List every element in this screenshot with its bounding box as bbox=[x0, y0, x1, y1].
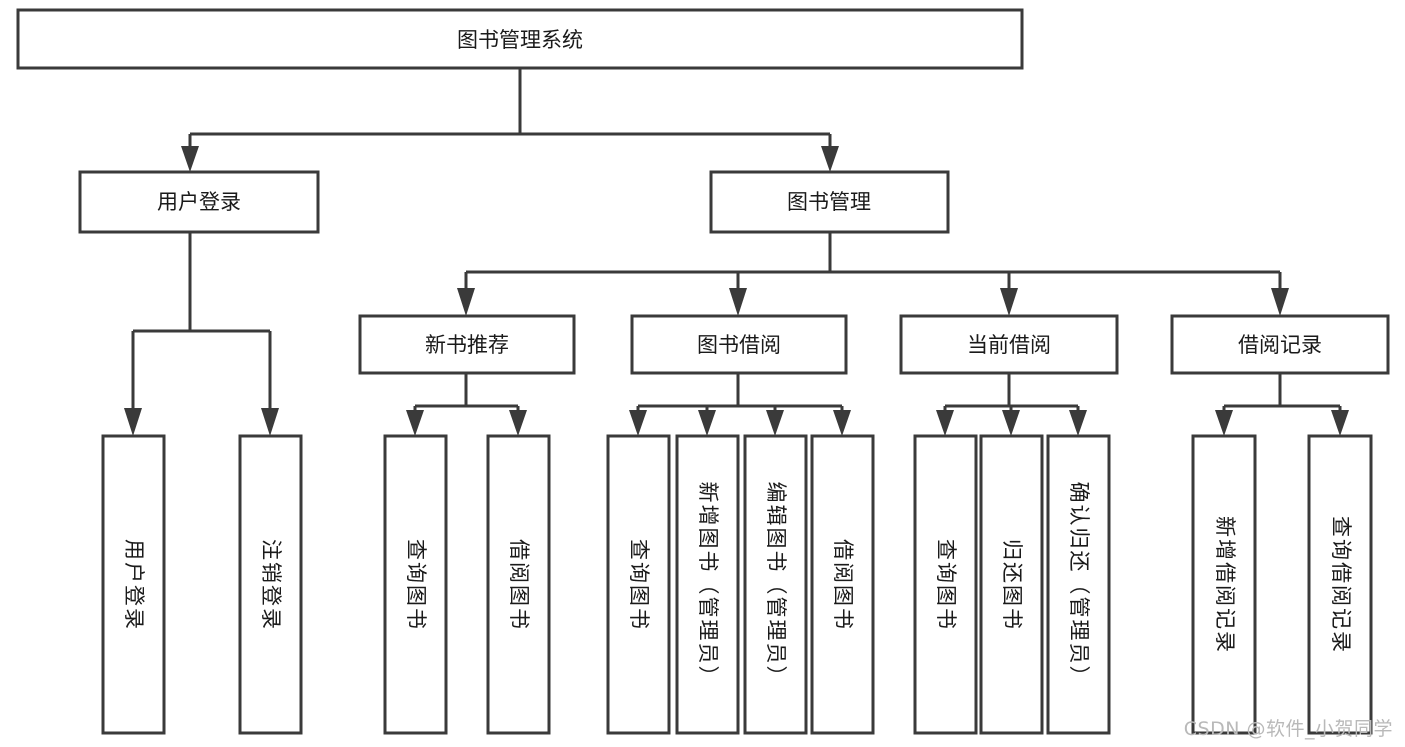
leaf-current-borrow-return-label: 归还图书 bbox=[1000, 539, 1024, 631]
leaf-book-borrow-borrow-label: 借阅图书 bbox=[831, 539, 855, 631]
leaf-current-borrow-return-box[interactable] bbox=[979, 434, 1044, 735]
node-new-book-recommend-box[interactable] bbox=[358, 314, 576, 375]
node-user-login-box[interactable] bbox=[78, 170, 320, 234]
arrow-head-bb-leaf3 bbox=[766, 410, 784, 436]
arrow-head-bb-leaf4 bbox=[833, 410, 851, 436]
node-new-book-recommend[interactable]: 新书推荐 bbox=[358, 314, 576, 375]
node-book-borrow-box[interactable] bbox=[630, 314, 848, 375]
arrow-head-book-mgmt bbox=[821, 146, 839, 172]
leaf-book-borrow-add-label: 新增图书（管理员） bbox=[696, 482, 720, 689]
arrow-head-nb-leaf2 bbox=[509, 410, 527, 436]
arrow-head-leaf-user-login bbox=[124, 408, 142, 436]
leaf-book-borrow-query[interactable]: 查询图书 bbox=[606, 434, 671, 735]
leaf-current-borrow-query[interactable]: 查询图书 bbox=[913, 434, 978, 735]
node-root-system-label: 图书管理系统 bbox=[457, 28, 583, 52]
leaf-book-borrow-borrow-box[interactable] bbox=[810, 434, 875, 735]
node-borrow-records-box[interactable] bbox=[1170, 314, 1390, 375]
leaf-current-borrow-confirm[interactable]: 确认归还（管理员） bbox=[1046, 434, 1111, 735]
leaf-new-book-query-label: 查询图书 bbox=[404, 539, 428, 631]
leaf-current-borrow-confirm-label: 确认归还（管理员） bbox=[1067, 482, 1091, 689]
leaf-book-borrow-edit[interactable]: 编辑图书（管理员） bbox=[743, 434, 808, 735]
leaf-user-login-login-box[interactable] bbox=[101, 434, 166, 735]
arrow-head-current-borrow bbox=[1000, 288, 1018, 316]
arrow-head-user-login bbox=[181, 146, 199, 172]
node-root-system[interactable]: 图书管理系统 bbox=[16, 8, 1024, 70]
node-current-borrow-box[interactable] bbox=[899, 314, 1119, 375]
connector-group-borrow-records bbox=[1215, 373, 1349, 436]
leaf-new-book-query[interactable]: 查询图书 bbox=[383, 434, 448, 735]
arrow-head-bb-leaf1 bbox=[629, 410, 647, 436]
leaf-current-borrow-confirm-box[interactable] bbox=[1046, 434, 1111, 735]
node-book-borrow[interactable]: 图书借阅 bbox=[630, 314, 848, 375]
connector-group-book-borrow bbox=[629, 373, 851, 436]
arrow-head-br-leaf2 bbox=[1331, 410, 1349, 436]
arrow-head-cb-leaf2 bbox=[1002, 410, 1020, 436]
node-root-system-box[interactable] bbox=[16, 8, 1024, 70]
leaf-borrow-records-query-box[interactable] bbox=[1307, 434, 1373, 735]
leaf-user-login-login[interactable]: 用户登录 bbox=[101, 434, 166, 735]
connector-group-book-mgmt bbox=[457, 232, 1289, 316]
arrow-head-br-leaf1 bbox=[1215, 410, 1233, 436]
arrow-head-cb-leaf1 bbox=[936, 410, 954, 436]
leaf-new-book-borrow[interactable]: 借阅图书 bbox=[486, 434, 551, 735]
node-borrow-records-label: 借阅记录 bbox=[1238, 333, 1322, 357]
arrow-head-new-book bbox=[457, 288, 475, 316]
leaf-book-borrow-add[interactable]: 新增图书（管理员） bbox=[675, 434, 740, 735]
leaf-new-book-borrow-box[interactable] bbox=[486, 434, 551, 735]
node-user-login-label: 用户登录 bbox=[157, 190, 241, 214]
leaf-borrow-records-query-label: 查询借阅记录 bbox=[1329, 516, 1353, 654]
arrow-head-leaf-logout bbox=[261, 408, 279, 436]
connector-group-root bbox=[181, 68, 839, 172]
leaf-borrow-records-add[interactable]: 新增借阅记录 bbox=[1191, 434, 1257, 735]
leaf-current-borrow-query-box[interactable] bbox=[913, 434, 978, 735]
arrow-head-borrow-records bbox=[1271, 288, 1289, 316]
leaf-book-borrow-query-box[interactable] bbox=[606, 434, 671, 735]
leaf-new-book-borrow-label: 借阅图书 bbox=[507, 539, 531, 631]
node-book-management[interactable]: 图书管理 bbox=[709, 170, 950, 234]
leaf-book-borrow-query-label: 查询图书 bbox=[627, 539, 651, 631]
leaf-book-borrow-add-box[interactable] bbox=[675, 434, 740, 735]
arrow-head-bb-leaf2 bbox=[698, 410, 716, 436]
node-borrow-records[interactable]: 借阅记录 bbox=[1170, 314, 1390, 375]
leaf-book-borrow-edit-label: 编辑图书（管理员） bbox=[764, 482, 788, 689]
leaf-user-login-logout-label: 注销登录 bbox=[259, 539, 283, 631]
leaf-user-login-login-label: 用户登录 bbox=[122, 539, 146, 631]
leaf-book-borrow-borrow[interactable]: 借阅图书 bbox=[810, 434, 875, 735]
node-book-borrow-label: 图书借阅 bbox=[697, 333, 781, 357]
node-book-management-box[interactable] bbox=[709, 170, 950, 234]
node-book-management-label: 图书管理 bbox=[787, 190, 871, 214]
leaf-book-borrow-edit-box[interactable] bbox=[743, 434, 808, 735]
arrow-head-nb-leaf1 bbox=[406, 410, 424, 436]
node-current-borrow[interactable]: 当前借阅 bbox=[899, 314, 1119, 375]
arrow-head-book-borrow bbox=[729, 288, 747, 316]
leaf-borrow-records-add-label: 新增借阅记录 bbox=[1213, 516, 1237, 654]
leaf-borrow-records-query[interactable]: 查询借阅记录 bbox=[1307, 434, 1373, 735]
connector-group-new-book bbox=[406, 373, 527, 436]
leaf-borrow-records-add-box[interactable] bbox=[1191, 434, 1257, 735]
connector-group-user-login bbox=[124, 232, 279, 436]
arrow-head-cb-leaf3 bbox=[1069, 410, 1087, 436]
leaf-current-borrow-query-label: 查询图书 bbox=[934, 539, 958, 631]
node-current-borrow-label: 当前借阅 bbox=[967, 333, 1051, 357]
leaf-user-login-logout-box[interactable] bbox=[238, 434, 303, 735]
node-new-book-recommend-label: 新书推荐 bbox=[425, 333, 509, 357]
csdn-watermark: CSDN @软件_小贺同学 bbox=[1183, 718, 1393, 740]
leaf-user-login-logout[interactable]: 注销登录 bbox=[238, 434, 303, 735]
node-user-login[interactable]: 用户登录 bbox=[78, 170, 320, 234]
leaf-current-borrow-return[interactable]: 归还图书 bbox=[979, 434, 1044, 735]
leaf-new-book-query-box[interactable] bbox=[383, 434, 448, 735]
connector-group-current-borrow bbox=[936, 373, 1087, 436]
